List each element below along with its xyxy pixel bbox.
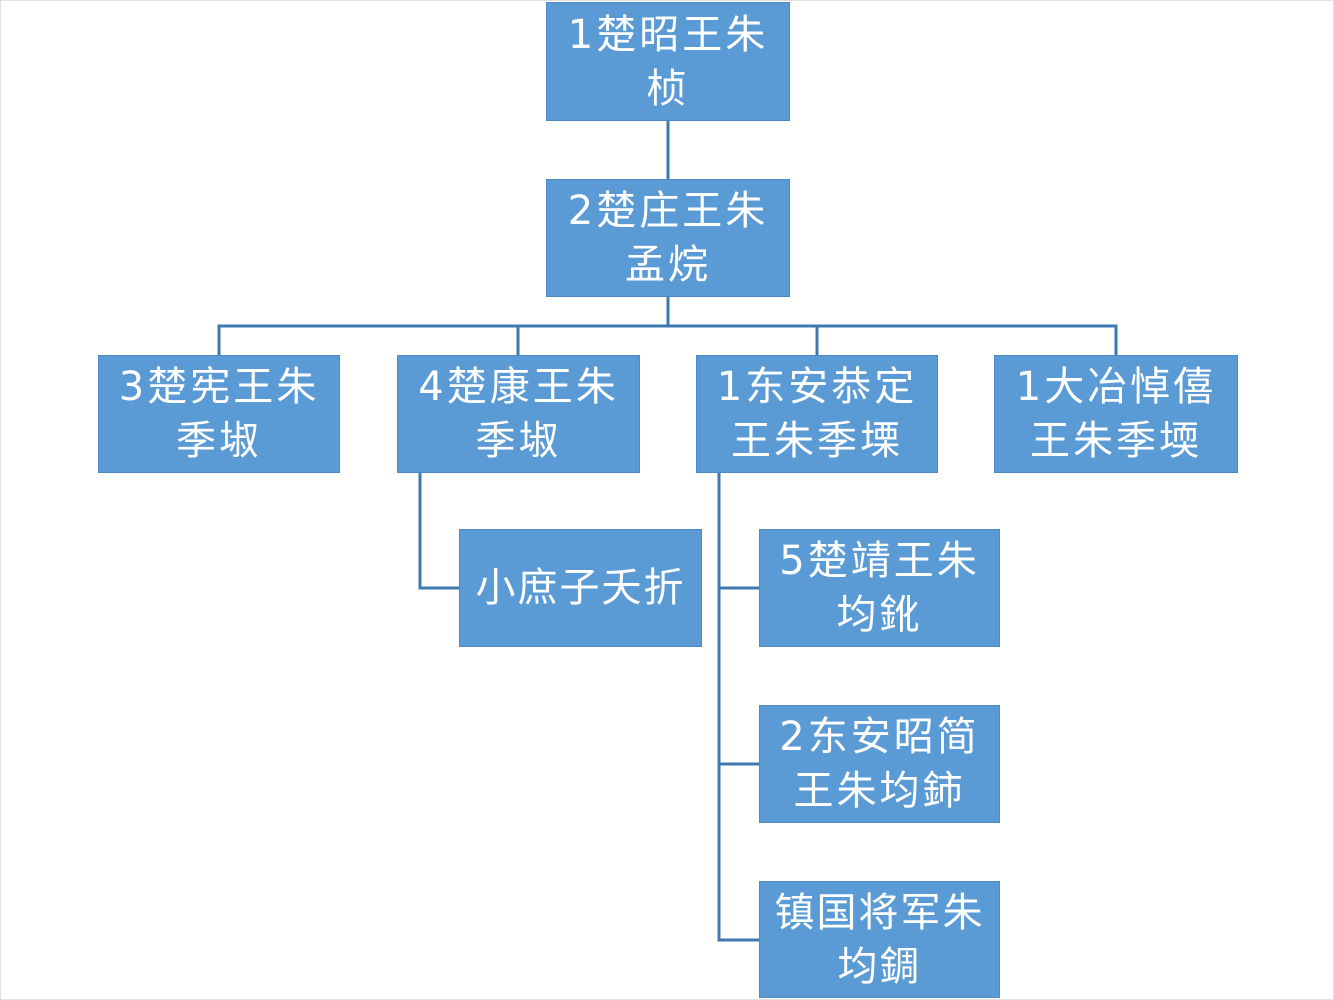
node-dongan-gongding-wang: 1东安恭定王朱季塛 [696, 355, 938, 473]
node-label: 2东安昭简王朱均鈰 [779, 714, 980, 814]
node-label: 1大冶悼僖王朱季堧 [1015, 364, 1217, 464]
node-chu-zhuang-wang: 2楚庄王朱孟烷 [546, 179, 790, 297]
node-label: 1东安恭定王朱季塛 [716, 364, 918, 464]
node-label: 镇国将军朱均錭 [774, 889, 985, 990]
node-label: 1楚昭王朱桢 [567, 11, 769, 112]
node-chu-kang-wang: 4楚康王朱季埱 [397, 355, 640, 473]
node-xiao-shuzi: 小庶子夭折 [459, 529, 702, 647]
node-chu-zhao-wang: 1楚昭王朱桢 [546, 2, 790, 121]
node-label: 2楚庄王朱孟烷 [567, 188, 769, 288]
node-daye-daoxi-wang: 1大冶悼僖王朱季堧 [994, 355, 1238, 473]
node-dongan-zhaojian-wang: 2东安昭简王朱均鈰 [759, 705, 1000, 823]
node-label: 5楚靖王朱均鈋 [779, 538, 980, 638]
node-chu-xian-wang: 3楚宪王朱季埱 [98, 355, 340, 473]
node-label: 4楚康王朱季埱 [418, 364, 619, 464]
node-label: 3楚宪王朱季埱 [118, 364, 320, 464]
node-label: 小庶子夭折 [475, 565, 686, 611]
node-chu-jing-wang: 5楚靖王朱均鈋 [759, 529, 1000, 647]
node-zhenguo-jiangjun: 镇国将军朱均錭 [759, 881, 1000, 998]
